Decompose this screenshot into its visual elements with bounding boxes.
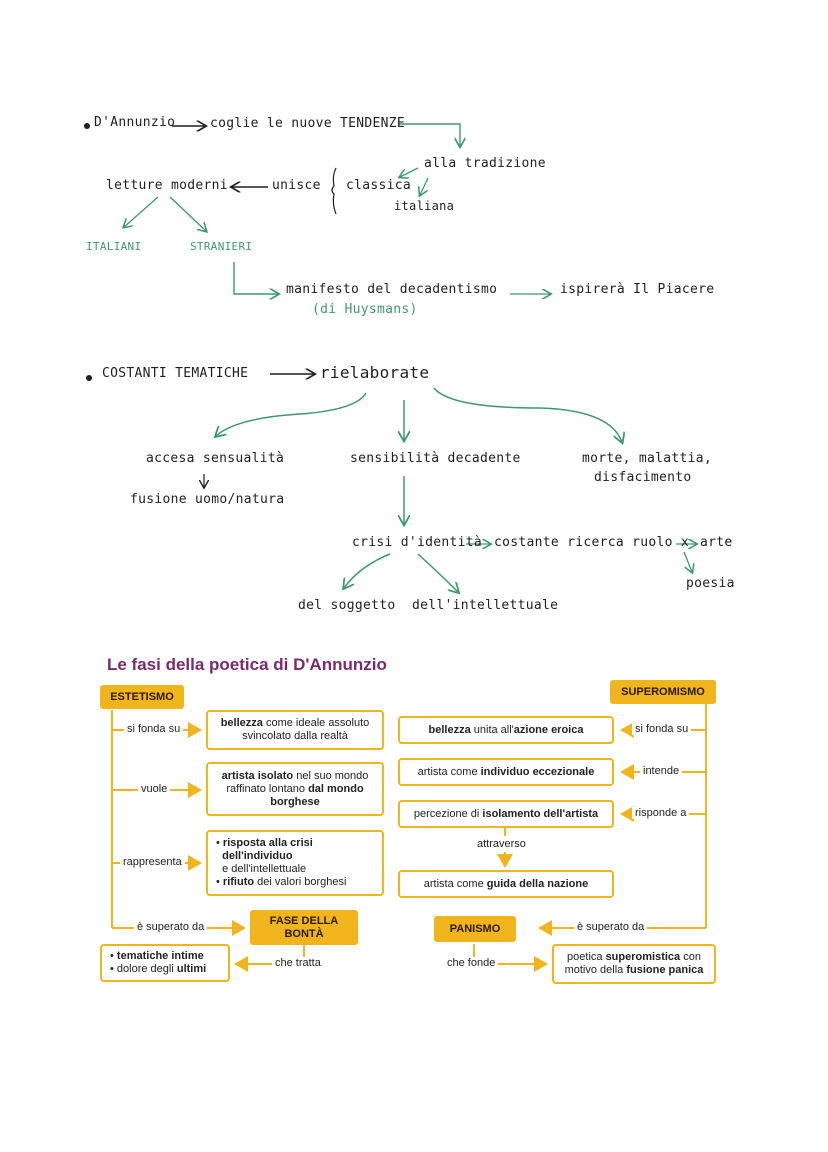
note-italiana: italiana	[394, 199, 455, 213]
diagram-title: Le fasi della poetica di D'Annunzio	[107, 655, 387, 674]
box-guida-nazione-text: artista come guida della nazione	[423, 877, 589, 890]
handwritten-arrows	[0, 0, 828, 640]
box-bellezza-eroica-text: bellezza unita all'azione eroica	[428, 723, 584, 736]
note-arte: arte	[700, 535, 733, 550]
note-intellettuale: dell'intellettuale	[412, 598, 559, 613]
label-si-fonda-su-right: si fonda su	[632, 723, 692, 735]
box-bellezza-ideale: bellezza come ideale assoluto svincolato…	[206, 710, 384, 750]
box-artista-isolato: artista isolato nel suo mondo raffinato …	[206, 762, 384, 816]
note-classica: classica	[346, 178, 412, 193]
box-artista-isolato-text: artista isolato nel suo mondo raffinato …	[221, 769, 369, 808]
note-sensualita: accesa sensualità	[146, 451, 285, 466]
label-superato-right: è superato da	[574, 921, 648, 933]
note-rielaborate: rielaborate	[320, 363, 430, 382]
note-morte-1: morte, malattia,	[582, 451, 713, 466]
box-tematiche-intime-text: • tematiche intime • dolore degli ultimi	[110, 950, 207, 975]
note-alla-tradizione: alla tradizione	[424, 156, 546, 171]
panismo-tag: PANISMO	[434, 916, 516, 942]
note-ispirera: ispirerà Il Piacere	[560, 282, 715, 297]
label-risponde-a: risponde a	[632, 807, 690, 819]
label-attraverso: attraverso	[474, 838, 529, 850]
fase-bonta-line-1: FASE DELLA	[269, 914, 339, 927]
note-crisi: crisi d'identità	[352, 535, 483, 550]
note-costanti: COSTANTI TEMATICHE	[102, 366, 249, 381]
label-che-tratta: che tratta	[272, 957, 324, 969]
label-che-fonde: che fonde	[444, 957, 499, 969]
note-dannunzio: D'Annunzio	[94, 115, 176, 130]
note-sensibilita: sensibilità decadente	[350, 451, 521, 466]
superomismo-tag: SUPEROMISMO	[610, 680, 716, 704]
box-guida-nazione: artista come guida della nazione	[398, 870, 614, 898]
fase-bonta-tag: FASE DELLA BONTÀ	[250, 910, 358, 945]
note-fusione: fusione uomo/natura	[130, 492, 285, 507]
estetismo-tag: ESTETISMO	[100, 685, 184, 709]
bullet-dot	[86, 375, 92, 381]
note-soggetto: del soggetto	[298, 598, 396, 613]
fase-bonta-line-2: BONTÀ	[284, 927, 324, 940]
note-unisce: unisce	[272, 178, 321, 193]
box-risposta-crisi-text: • risposta alla crisi dell'individuo e d…	[216, 837, 347, 888]
note-coglie: coglie le nuove TENDENZE	[210, 116, 406, 131]
label-superato-left: è superato da	[134, 921, 208, 933]
note-morte-2: disfacimento	[594, 470, 692, 485]
box-isolamento-text: percezione di isolamento dell'artista	[413, 807, 599, 820]
box-individuo-eccezionale: artista come individuo eccezionale	[398, 758, 614, 786]
note-manifesto: manifesto del decadentismo	[286, 282, 498, 297]
note-italiani: ITALIANI	[86, 240, 142, 253]
label-intende: intende	[640, 765, 683, 777]
note-poesia: poesia	[686, 576, 735, 591]
box-individuo-eccezionale-text: artista come individuo eccezionale	[417, 765, 595, 778]
bullet-dot	[84, 123, 90, 129]
note-stranieri: STRANIERI	[190, 240, 253, 253]
box-tematiche-intime: • tematiche intime • dolore degli ultimi	[100, 944, 230, 982]
note-ricerca: costante ricerca ruolo x	[494, 535, 690, 550]
label-si-fonda-su-left: si fonda su	[124, 723, 184, 735]
label-rappresenta: rappresenta	[120, 856, 185, 868]
box-bellezza-eroica: bellezza unita all'azione eroica	[398, 716, 614, 744]
note-huysmans: (di Huysmans)	[312, 302, 418, 317]
label-vuole: vuole	[138, 783, 171, 795]
box-poetica-superomistica: poetica superomistica con motivo della f…	[552, 944, 716, 984]
box-isolamento: percezione di isolamento dell'artista	[398, 800, 614, 828]
box-poetica-superomistica-text: poetica superomistica con motivo della f…	[564, 951, 704, 976]
box-risposta-crisi: • risposta alla crisi dell'individuo e d…	[206, 830, 384, 896]
box-bellezza-ideale-text: bellezza come ideale assoluto svincolato…	[220, 717, 370, 742]
note-letture: letture moderni	[106, 178, 228, 193]
